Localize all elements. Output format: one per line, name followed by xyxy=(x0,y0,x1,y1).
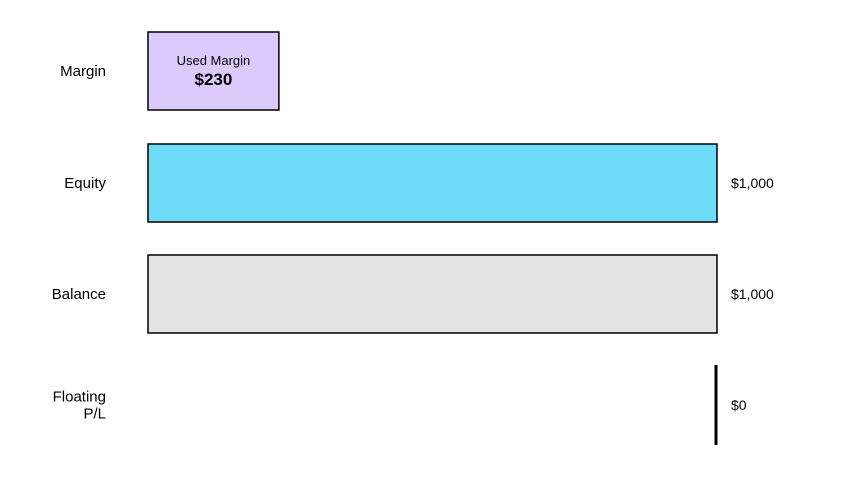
value-label-balance: $1,000 xyxy=(731,286,774,302)
category-label-margin: Margin xyxy=(60,63,106,80)
bar-inner-title-margin: Used Margin xyxy=(177,53,251,68)
category-label-floating-p-l: Floating xyxy=(53,389,106,406)
value-label-equity: $1,000 xyxy=(731,175,774,191)
bar-margin xyxy=(147,31,280,111)
category-label-balance: Balance xyxy=(52,286,106,303)
bar-balance xyxy=(147,254,718,334)
bar-equity xyxy=(147,143,718,223)
category-label-floating-p-l: P/L xyxy=(83,406,106,423)
value-label-floating-p-l: $0 xyxy=(731,397,747,413)
category-label-equity: Equity xyxy=(64,175,106,192)
bar-inner-value-margin: $230 xyxy=(195,70,233,89)
